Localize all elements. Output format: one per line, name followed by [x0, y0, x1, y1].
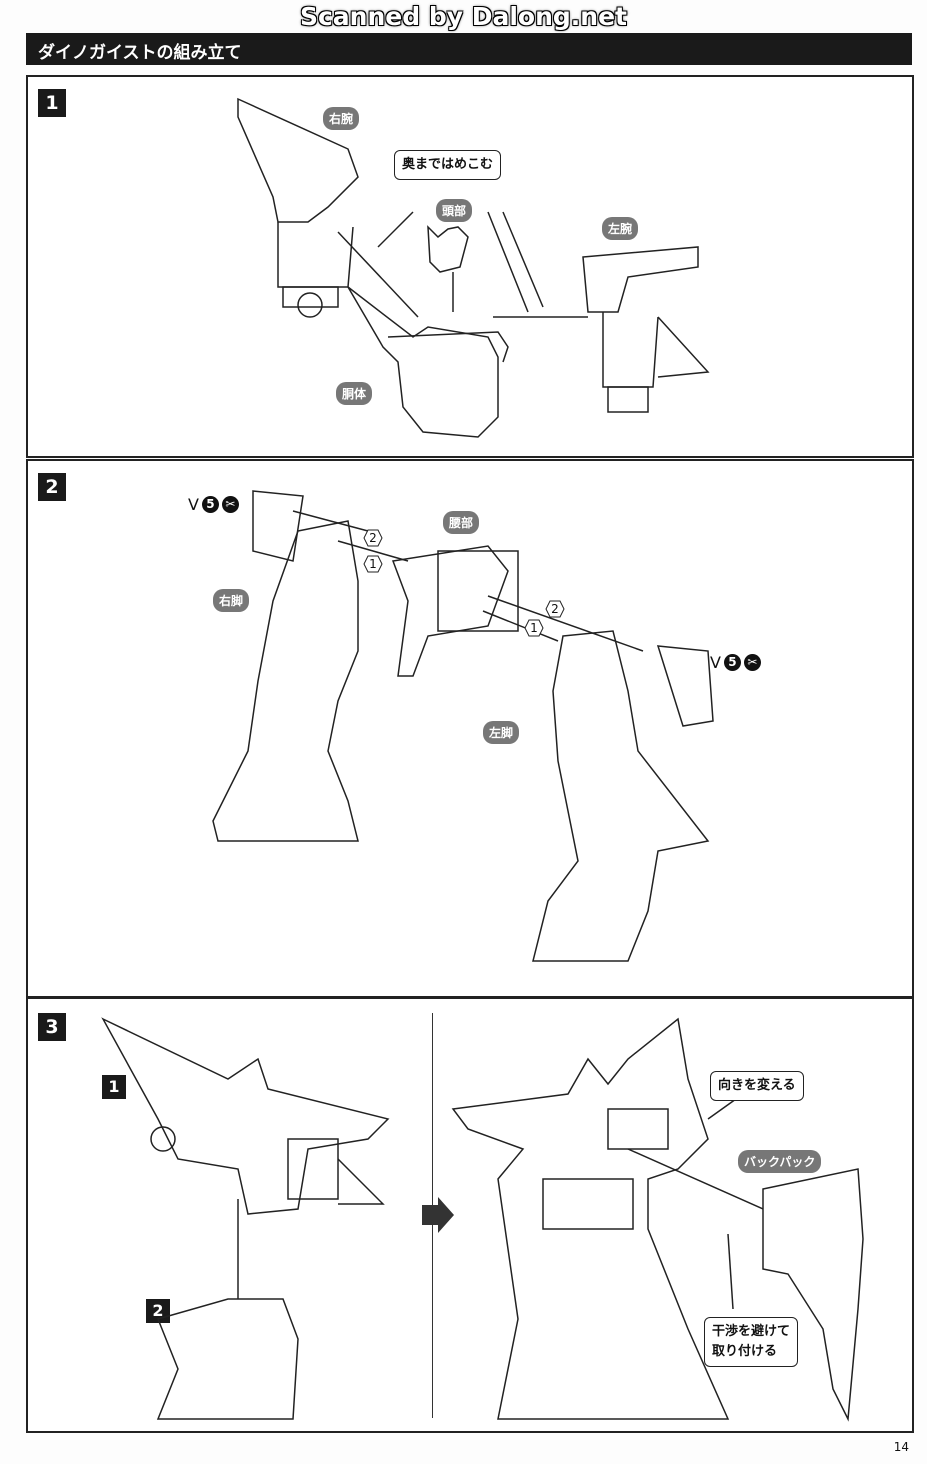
step-1-panel: 1 右腕 頭部 左腕 胴体 奥まではめこ: [26, 75, 914, 458]
part-number-badge: 5: [201, 496, 219, 513]
step-number-2: 2: [38, 473, 66, 501]
step-number-1: 1: [38, 89, 66, 117]
cut-icon: ✂: [221, 496, 239, 513]
label-right-arm: 右腕: [323, 107, 360, 130]
callout-change-direction: 向きを変える: [710, 1071, 804, 1101]
cut-icon: ✂: [743, 654, 761, 671]
substep-2: 2: [146, 1299, 170, 1323]
part-callout-left: V 5 ✂: [188, 495, 239, 514]
order-marker-2: 2: [545, 600, 565, 618]
step-3-panel: 3 1 2 向きを変える バックパック 干渉を避けて 取り付ける: [26, 997, 914, 1433]
runner-letter: V: [188, 495, 199, 514]
next-arrow-icon: [422, 1197, 454, 1233]
order-marker-1: 1: [524, 619, 544, 637]
runner-letter: V: [710, 653, 721, 672]
step-number-3: 3: [38, 1013, 66, 1041]
order-marker-1: 1: [363, 555, 383, 573]
part-number-badge: 5: [723, 654, 741, 671]
label-waist: 腰部: [443, 511, 480, 534]
callout-line-2: 取り付ける: [712, 1344, 778, 1359]
label-backpack: バックパック: [738, 1150, 822, 1173]
callout-line-1: 干渉を避けて: [712, 1324, 791, 1339]
callout-push-in: 奥まではめこむ: [394, 150, 502, 180]
substep-1: 1: [102, 1075, 126, 1099]
label-left-leg: 左脚: [483, 721, 520, 744]
part-callout-right: V 5 ✂: [710, 653, 761, 672]
scan-watermark: Scanned by Dalong.net: [299, 2, 627, 31]
order-marker-2: 2: [363, 529, 383, 547]
step-2-illustration: [212, 490, 714, 962]
page-number: 14: [893, 1440, 909, 1454]
step-3-illustration: [101, 1017, 864, 1422]
step-1-illustration: [237, 97, 710, 438]
label-right-leg: 右脚: [213, 589, 250, 612]
section-title: ダイノガイストの組み立て: [38, 43, 242, 63]
label-torso: 胴体: [336, 382, 373, 405]
step-2-panel: 2 腰部 右脚 左脚 V 5 ✂ V 5 ✂ 2: [26, 459, 914, 998]
callout-avoid-interference: 干渉を避けて 取り付ける: [704, 1317, 799, 1367]
label-left-arm: 左腕: [602, 217, 639, 240]
section-header: ダイノガイストの組み立て: [26, 33, 912, 65]
label-head: 頭部: [436, 199, 473, 222]
